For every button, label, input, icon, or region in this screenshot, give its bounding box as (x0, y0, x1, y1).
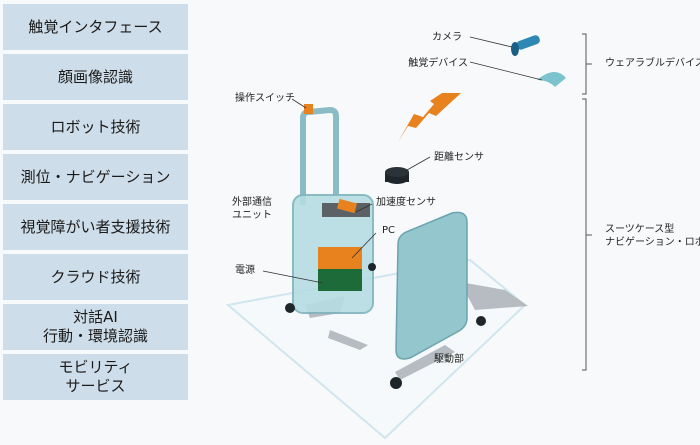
accel-sensor-icon (337, 198, 357, 214)
label-switch: 操作スイッチ (235, 91, 295, 104)
label-robot-group: スーツケース型 (605, 222, 674, 235)
signal-bolt-icon (398, 93, 461, 142)
label-camera: カメラ (432, 31, 462, 43)
tech-item: 測位・ナビゲーション (3, 154, 188, 200)
leader-lines (262, 36, 543, 284)
suitcase-handle (300, 106, 339, 205)
tech-item: モビリティ サービス (3, 354, 188, 400)
label-robot-group-2: ナビゲーション・ロボット (605, 236, 700, 248)
label-comm-unit-2: ユニット (232, 210, 272, 221)
tech-item: ロボット技術 (3, 104, 188, 150)
haptic-device-icon (537, 71, 566, 87)
technology-list: 触覚インタフェース 顔画像認識 ロボット技術 測位・ナビゲーション 視覚障がい者… (3, 4, 188, 404)
camera-icon (511, 35, 540, 56)
label-haptic-device: 触覚デバイス (408, 56, 468, 69)
tech-item: 視覚障がい者支援技術 (3, 204, 188, 250)
group-brackets (582, 33, 592, 371)
switch-icon (304, 104, 313, 114)
label-drive: 駆動部 (434, 352, 464, 365)
label-pc: PC (382, 225, 395, 236)
label-wearable-group: ウェアラブルデバイス (605, 56, 700, 69)
shadows (305, 282, 528, 380)
pc-icon (318, 247, 362, 269)
label-comm-unit: 外部通信 (232, 195, 272, 208)
label-power: 電源 (235, 263, 255, 276)
label-distance-sensor: 距離センサ (434, 150, 484, 163)
drive-unit (395, 211, 468, 360)
tech-item: クラウド技術 (3, 254, 188, 300)
tech-item: 対話AI 行動・環境認識 (3, 304, 188, 350)
tech-item: 触覚インタフェース (3, 4, 188, 50)
power-icon (318, 269, 362, 291)
wheels (285, 263, 486, 389)
tech-item: 顔画像認識 (3, 54, 188, 100)
label-accel-sensor: 加速度センサ (376, 195, 436, 208)
